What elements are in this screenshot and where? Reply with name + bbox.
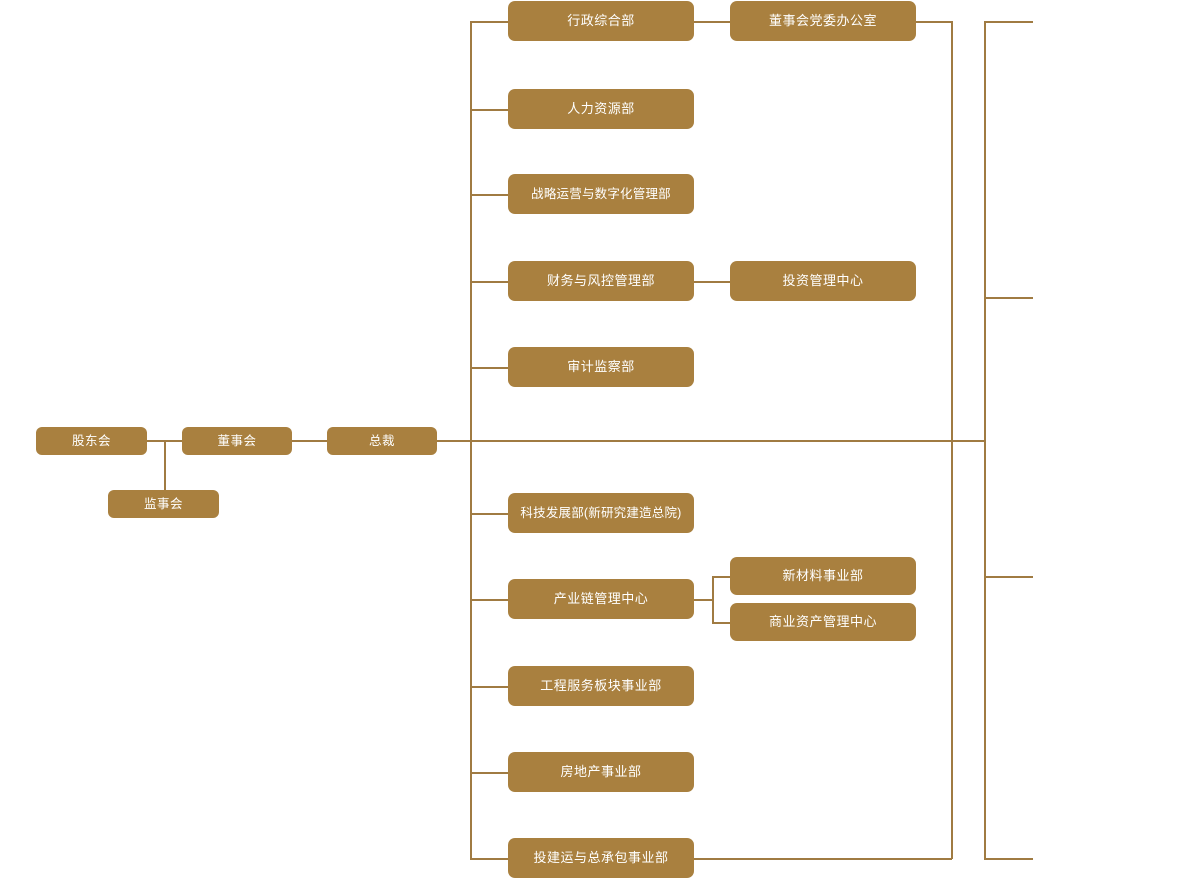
- connector-board-to-president: [292, 440, 327, 442]
- connector-spine-stub-7: [470, 599, 508, 601]
- connector-inner-bracket-top: [916, 21, 952, 23]
- connector-finance-to-investment: [694, 281, 730, 283]
- connector-main-spine: [470, 21, 472, 859]
- node-department-strategy-digital[interactable]: 战略运营与数字化管理部: [508, 174, 694, 214]
- connector-industry-chain-to-materials: [712, 576, 730, 578]
- connector-industry-chain-to-asset: [712, 622, 730, 624]
- node-board-party-committee-office[interactable]: 董事会党委办公室: [730, 1, 916, 41]
- connector-outer-stub-lower-mid: [984, 576, 1033, 578]
- node-president[interactable]: 总裁: [327, 427, 437, 455]
- node-department-human-resources[interactable]: 人力资源部: [508, 89, 694, 129]
- node-department-audit-supervision[interactable]: 审计监察部: [508, 347, 694, 387]
- connector-inner-right-bracket: [951, 21, 953, 859]
- connector-outer-stub-top: [984, 21, 1033, 23]
- node-department-finance-risk[interactable]: 财务与风控管理部: [508, 261, 694, 301]
- connector-industry-chain-stem: [694, 599, 712, 601]
- node-department-administration[interactable]: 行政综合部: [508, 1, 694, 41]
- node-department-industry-chain-center[interactable]: 产业链管理中心: [508, 579, 694, 619]
- connector-spine-stub-3: [470, 194, 508, 196]
- node-shareholders-meeting[interactable]: 股东会: [36, 427, 147, 455]
- node-department-technology-development[interactable]: 科技发展部(新研究建造总院): [508, 493, 694, 533]
- node-commercial-asset-management-center[interactable]: 商业资产管理中心: [730, 603, 916, 641]
- connector-president-trunk: [437, 440, 985, 442]
- connector-industry-chain-riser: [712, 576, 714, 622]
- connector-spine-stub-8: [470, 686, 508, 688]
- connector-outer-stub-upper-mid: [984, 297, 1033, 299]
- connector-spine-stub-5: [470, 367, 508, 369]
- node-new-materials-division[interactable]: 新材料事业部: [730, 557, 916, 595]
- node-department-investment-construction-epc[interactable]: 投建运与总承包事业部: [508, 838, 694, 878]
- node-board-of-directors[interactable]: 董事会: [182, 427, 292, 455]
- node-department-real-estate[interactable]: 房地产事业部: [508, 752, 694, 792]
- connector-outer-stub-bottom: [984, 858, 1033, 860]
- connector-spine-stub-4: [470, 281, 508, 283]
- connector-spine-stub-10: [470, 858, 508, 860]
- connector-inner-bracket-bottom: [694, 858, 952, 860]
- node-supervisory-board[interactable]: 监事会: [108, 490, 219, 518]
- node-department-engineering-services[interactable]: 工程服务板块事业部: [508, 666, 694, 706]
- connector-spine-stub-1: [470, 21, 508, 23]
- connector-supervisory-drop: [164, 440, 166, 490]
- connector-admin-to-board-office: [694, 21, 730, 23]
- node-investment-management-center[interactable]: 投资管理中心: [730, 261, 916, 301]
- connector-spine-stub-9: [470, 772, 508, 774]
- connector-outer-right-bracket: [984, 21, 986, 859]
- connector-spine-stub-2: [470, 109, 508, 111]
- connector-spine-stub-6: [470, 513, 508, 515]
